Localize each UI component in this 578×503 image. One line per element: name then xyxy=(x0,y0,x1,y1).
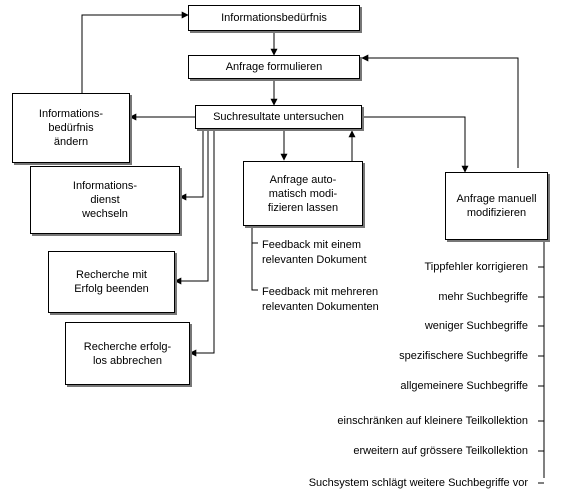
manual-option-specific-terms: spezifischere Suchbegriffe xyxy=(399,350,528,362)
arrow-examine-to-manual xyxy=(362,116,469,173)
feedback-option-one-document: Feedback mit einem relevanten Dokument xyxy=(262,239,367,266)
manual-option-more-terms: mehr Suchbegriffe xyxy=(438,291,528,303)
box-change-information-need: Informations- bedürfnis ändern xyxy=(12,93,130,163)
manual-option-system-suggests-terms: Suchsystem schlägt weitere Suchbegriffe … xyxy=(308,477,528,489)
arrow-changeneed-to-need xyxy=(81,11,189,93)
box-formulate-query: Anfrage formulieren xyxy=(188,55,360,79)
arrow-examine-to-endsuccess xyxy=(174,129,209,285)
box-examine-results: Suchresultate untersuchen xyxy=(195,105,362,129)
box-information-need: Informationsbedürfnis xyxy=(188,5,360,31)
box-end-search-success: Recherche mit Erfolg beenden xyxy=(48,251,175,313)
box-switch-information-service: Informations- dienst wechseln xyxy=(30,166,180,234)
box-abort-search: Recherche erfolg- los abbrechen xyxy=(65,322,190,385)
manual-option-fix-typos: Tippfehler korrigieren xyxy=(424,261,528,273)
manual-option-restrict-subcollection: einschränken auf kleinere Teilkollektion xyxy=(337,415,528,427)
manual-option-expand-subcollection: erweitern auf grössere Teilkollektion xyxy=(353,445,528,457)
feedback-bracket xyxy=(251,226,258,291)
box-auto-modify-query: Anfrage auto- matisch modi- fizieren las… xyxy=(243,161,363,226)
manual-option-general-terms: allgemeinere Suchbegriffe xyxy=(400,380,528,392)
arrow-examine-to-abort xyxy=(189,129,215,357)
manual-option-fewer-terms: weniger Suchbegriffe xyxy=(424,320,528,332)
arrow-manual-to-formulate xyxy=(361,54,519,168)
feedback-option-several-documents: Feedback mit mehreren relevanten Dokumen… xyxy=(262,286,379,313)
box-manual-modify-query: Anfrage manuell modifizieren xyxy=(445,172,548,240)
arrow-examine-to-switch xyxy=(179,129,204,201)
